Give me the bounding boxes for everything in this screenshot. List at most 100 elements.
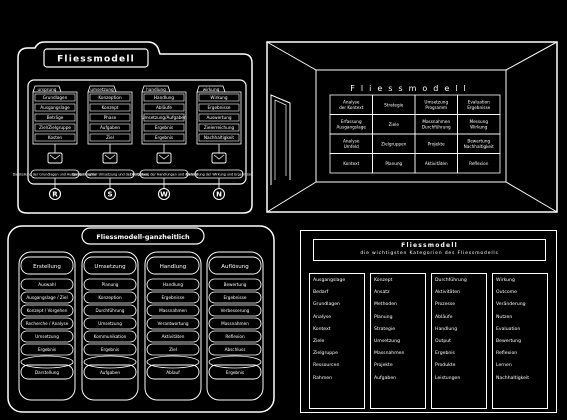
capsule-item-text: Verbesserung (221, 308, 250, 313)
capsule-oval (20, 355, 74, 369)
capsule-item (20, 278, 74, 291)
capsule-item-text: Auswahl (38, 282, 56, 287)
capsule-head-text: Erstellung (33, 264, 61, 270)
capsule-footer-text: Aufgaben (100, 370, 120, 375)
capsule-item (20, 317, 74, 330)
column-item-box (89, 93, 131, 102)
envelope-flap (49, 154, 61, 160)
panel3-title: Fliessmodell-ganzheitlich (96, 233, 190, 241)
grid-cell-text: Wirkung (470, 124, 488, 129)
folder-tab (141, 85, 171, 93)
column-item: Phase (104, 115, 117, 120)
capsule-head (83, 256, 137, 275)
capsule-oval (208, 355, 262, 369)
category-item: Nutzen (496, 314, 513, 320)
category-item: Aufgaben (374, 375, 397, 381)
capsule-item (20, 343, 74, 356)
column-item-box (143, 123, 185, 132)
footer-text: Darstellung der Wirkung und Ergebnisse (186, 173, 253, 177)
capsule-column (144, 251, 202, 401)
category-item: Aktivitäten (435, 290, 461, 296)
category-item: Kontext (313, 326, 331, 332)
folder-tab (87, 85, 117, 93)
capsule-item-text: Planung (102, 282, 119, 287)
column-item: Abläufe (156, 105, 172, 110)
column-head: wirkung (203, 87, 220, 92)
column-head: handlung (146, 87, 166, 92)
column-item: Kosten (48, 135, 62, 140)
column-item: Konzept (102, 105, 119, 110)
column-item: Zielerreichung (204, 125, 235, 130)
envelope-flap (213, 154, 225, 160)
column-item-box (143, 93, 185, 102)
capsule-item (20, 330, 74, 343)
folder-tab (196, 85, 226, 93)
category-item: Massnahmen (374, 351, 405, 357)
column-item: Umsetzung/Aufgaben (141, 115, 187, 120)
capsule-item-text: Ergebnisse (162, 295, 185, 300)
column-item: Auswertung (206, 115, 231, 120)
category-item: Ziele (313, 339, 325, 345)
letter: S (107, 191, 112, 199)
category-item: Konzept (374, 278, 393, 283)
capsule-item-text: Ergebnis (101, 347, 119, 352)
panel4-header: Fliessmodell die wichtigsten Kategorien … (313, 239, 546, 261)
column-head: umsetzung (90, 87, 114, 92)
footer-text: Darstellung der Grundlagen und Ausgangss… (13, 173, 98, 177)
capsule-item (208, 304, 262, 317)
capsule-footer (20, 364, 74, 380)
capsule-oval (83, 355, 137, 369)
panel4-subtitle: die wichtigsten Kategorien des Fliessmod… (360, 251, 499, 256)
panel4-title: Fliessmodell (401, 242, 458, 249)
capsule-footer (146, 364, 200, 380)
column-item: Wirkung (210, 95, 228, 100)
envelope-icon (156, 152, 172, 164)
footer-text: Darstellung der Handlungen und Abläufe (130, 173, 198, 177)
capsule-head-text: Umsetzung (94, 264, 125, 270)
category-item: Bedarf (313, 290, 329, 296)
capsule-oval (146, 355, 200, 369)
column-item-box (89, 113, 131, 122)
category-item: Ausgangslage (313, 278, 346, 283)
column-item-box (143, 133, 185, 142)
grid-cell-text: Ausgangslage (337, 124, 367, 129)
grid-cell-text: Umsetzung (424, 100, 448, 105)
capsule-item (83, 343, 137, 356)
column-item-box (34, 103, 76, 112)
column-item: Handlung (154, 95, 174, 100)
category-item: Methoden (374, 302, 397, 308)
grid-cell-text: Messung (469, 119, 488, 124)
column-item-box (89, 103, 131, 112)
grid-cell-text: Planung (385, 161, 402, 166)
capsule-item (146, 278, 200, 291)
capsule-head (20, 256, 74, 275)
capsule-item (83, 291, 137, 304)
capsule-item (208, 317, 262, 330)
column-item-box (198, 103, 240, 112)
grid-cell-text: Projekte (428, 142, 445, 147)
category-item: Umsetzung (374, 339, 401, 345)
category-item: Lernen (496, 363, 512, 369)
grid-cell (457, 153, 501, 174)
category-item: Ansatz (374, 290, 390, 296)
capsule-item (146, 317, 200, 330)
letter: N (216, 191, 222, 199)
capsule-item (20, 291, 74, 304)
column-item: Nachhaltigkeit (204, 135, 235, 140)
capsule-item-text: Massnahmen (221, 321, 249, 326)
category-item: Outcome (496, 290, 517, 296)
capsule-item (208, 330, 262, 343)
capsule-item-text: Kommunikation (94, 334, 127, 339)
grid-cell-text: Massnahmen (422, 119, 450, 124)
grid-cell-text: der Kontext (339, 105, 364, 110)
column-item-box (34, 133, 76, 142)
envelope-flap (158, 154, 170, 160)
column-item-box (198, 123, 240, 132)
column-item: Ergebnis (155, 125, 173, 130)
capsule-item (83, 278, 137, 291)
column-item-box (198, 93, 240, 102)
column-item-box (198, 113, 240, 122)
category-item: Planung (374, 314, 393, 320)
